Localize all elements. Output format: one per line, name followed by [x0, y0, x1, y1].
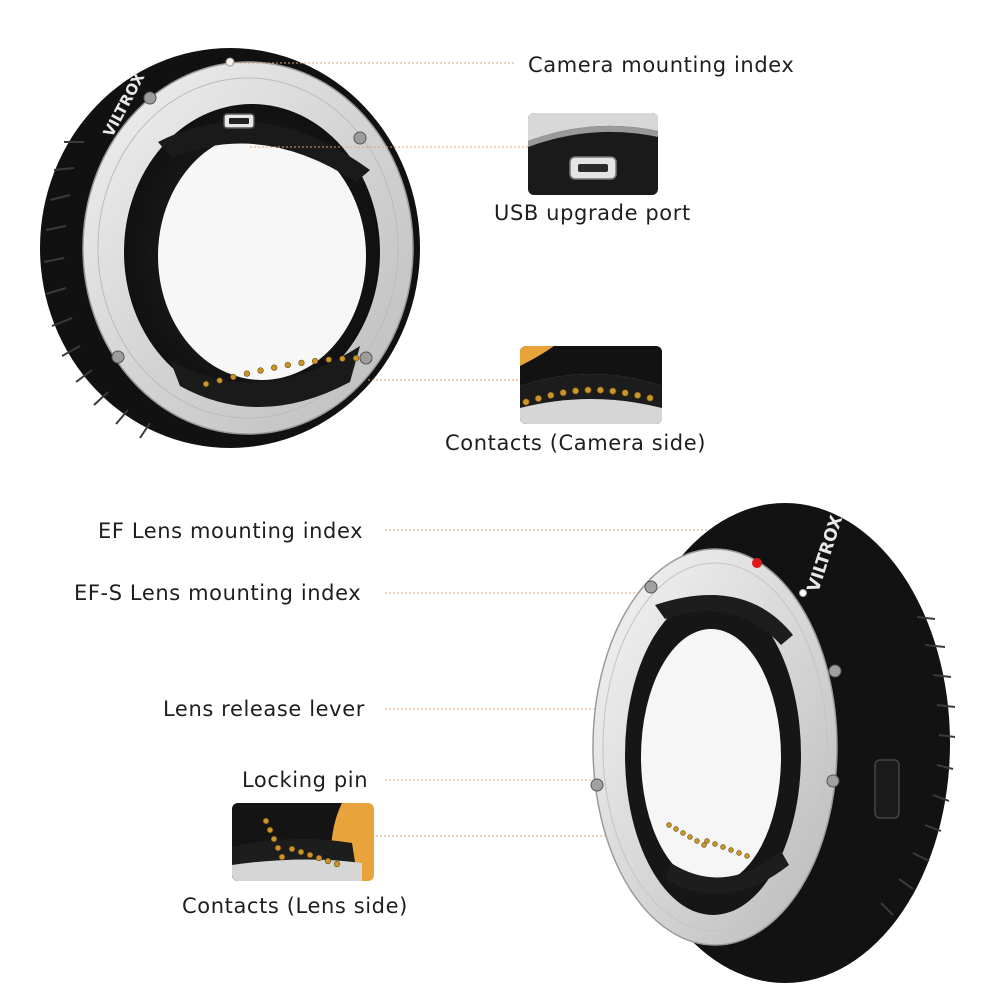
contact-pin [673, 826, 679, 832]
camera-mount-index-dot [225, 57, 235, 67]
efs-index-white-dot [799, 589, 807, 597]
contact-pin [270, 835, 278, 843]
contact-pin [274, 844, 282, 852]
contact-pin [596, 386, 604, 394]
label-usb-upgrade-port: USB upgrade port [494, 201, 691, 225]
contact-pin [534, 395, 542, 403]
contact-pin [266, 826, 274, 834]
contact-pin [315, 854, 323, 862]
label-efs-lens-mounting-index: EF-S Lens mounting index [74, 581, 362, 605]
contact-pin [297, 848, 305, 856]
contact-pin [284, 361, 291, 369]
locking-pin-lever [874, 759, 900, 819]
contact-pin [646, 394, 654, 402]
contact-pin [609, 387, 617, 395]
contact-pin [704, 838, 710, 844]
contact-pin [306, 851, 314, 859]
contact-pin [572, 387, 580, 395]
label-camera-mounting-index: Camera mounting index [528, 53, 795, 77]
contact-pin [728, 847, 734, 853]
ef-index-red-dot [752, 558, 762, 568]
contact-pin [262, 817, 270, 825]
contact-pin [339, 355, 346, 362]
label-lens-release-lever: Lens release lever [163, 697, 365, 721]
contact-pin [634, 391, 642, 399]
contact-pin [547, 391, 555, 399]
contact-pin [324, 857, 332, 865]
lower-adapter-ring: VILTROX [590, 503, 955, 983]
contact-pin [288, 845, 296, 853]
contact-pin [271, 364, 278, 371]
contact-pin [621, 389, 629, 397]
contact-pin [352, 355, 360, 362]
contact-pin [701, 842, 707, 848]
label-locking-pin: Locking pin [242, 768, 369, 792]
contact-pin [325, 356, 332, 363]
contact-pin [522, 398, 530, 406]
contact-pin [694, 838, 700, 844]
contact-pin [311, 357, 319, 365]
contact-pin [720, 844, 726, 850]
contact-pin [687, 834, 693, 840]
contact-pin [584, 386, 592, 394]
contact-pin [257, 367, 264, 374]
upper-contact-pins [202, 355, 360, 388]
lower-contact-pins [666, 822, 750, 859]
contact-pin [202, 380, 210, 388]
contact-pin [680, 830, 686, 836]
contact-pin [216, 377, 223, 384]
contact-pin [666, 822, 672, 828]
contact-pin [230, 373, 237, 381]
label-contacts-camera-side: Contacts (Camera side) [445, 431, 707, 455]
contact-pin [333, 860, 341, 868]
usb-port-closeup [528, 113, 658, 195]
camera-contacts-closeup [520, 346, 662, 424]
contact-pin [278, 853, 286, 861]
upper-adapter-ring: VILTROX [40, 48, 420, 448]
lens-contacts-closeup [232, 803, 374, 881]
contact-pin [712, 841, 718, 847]
label-ef-lens-mounting-index: EF Lens mounting index [98, 519, 364, 543]
contact-pin [744, 853, 750, 859]
label-contacts-lens-side: Contacts (Lens side) [182, 894, 408, 918]
contact-pin [243, 370, 251, 377]
contact-pin [736, 850, 742, 856]
contact-pin [559, 389, 567, 397]
contact-pin [298, 359, 305, 366]
